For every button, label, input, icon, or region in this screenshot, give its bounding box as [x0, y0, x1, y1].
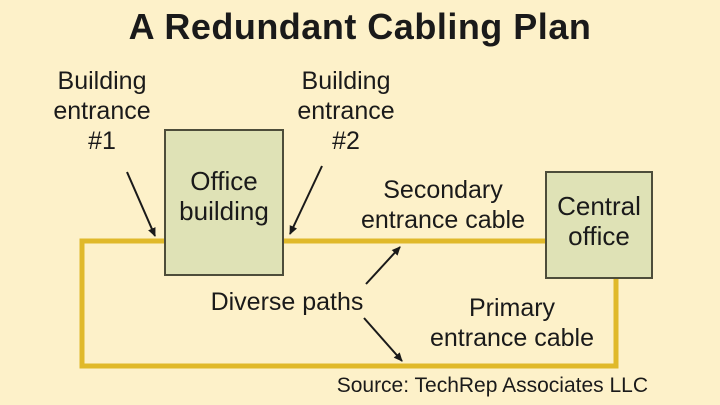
label-line: #2 — [332, 127, 360, 155]
label-line: entrance cable — [360, 206, 525, 234]
building-entrance-1-label: Building entrance #1 — [36, 66, 168, 156]
diverse-arrow-up — [365, 246, 401, 285]
office-building-label: Office building — [165, 166, 283, 226]
secondary-cable-label: Secondary entrance cable — [346, 175, 540, 235]
central-office-box — [545, 171, 653, 279]
secondary-cable — [79, 238, 619, 369]
label-line: Building — [301, 67, 391, 95]
label-line: #1 — [88, 127, 116, 155]
label-line: Central — [557, 191, 641, 221]
label-line: Primary — [468, 294, 556, 322]
page-title: A Redundant Cabling Plan — [128, 6, 592, 47]
label-line: entrance — [53, 97, 151, 125]
label-line: building — [179, 196, 269, 226]
entrance1-arrow — [126, 171, 156, 237]
diverse-arrow-down — [363, 317, 403, 362]
label-line: Office — [190, 166, 258, 196]
source-credit: Source: TechRep Associates LLC — [336, 374, 648, 397]
label-line: office — [568, 221, 630, 251]
label-line: Secondary — [383, 176, 503, 204]
building-entrance-2-label: Building entrance #2 — [280, 66, 412, 156]
primary-cable-label: Primary entrance cable — [414, 293, 610, 353]
label-line: Building — [57, 67, 147, 95]
diverse-paths-label: Diverse paths — [210, 288, 364, 316]
entrance2-arrow — [289, 165, 323, 235]
central-office-label: Central office — [546, 191, 652, 251]
label-line: entrance cable — [429, 324, 594, 352]
office-building-box — [164, 129, 284, 276]
label-line: entrance — [297, 97, 395, 125]
